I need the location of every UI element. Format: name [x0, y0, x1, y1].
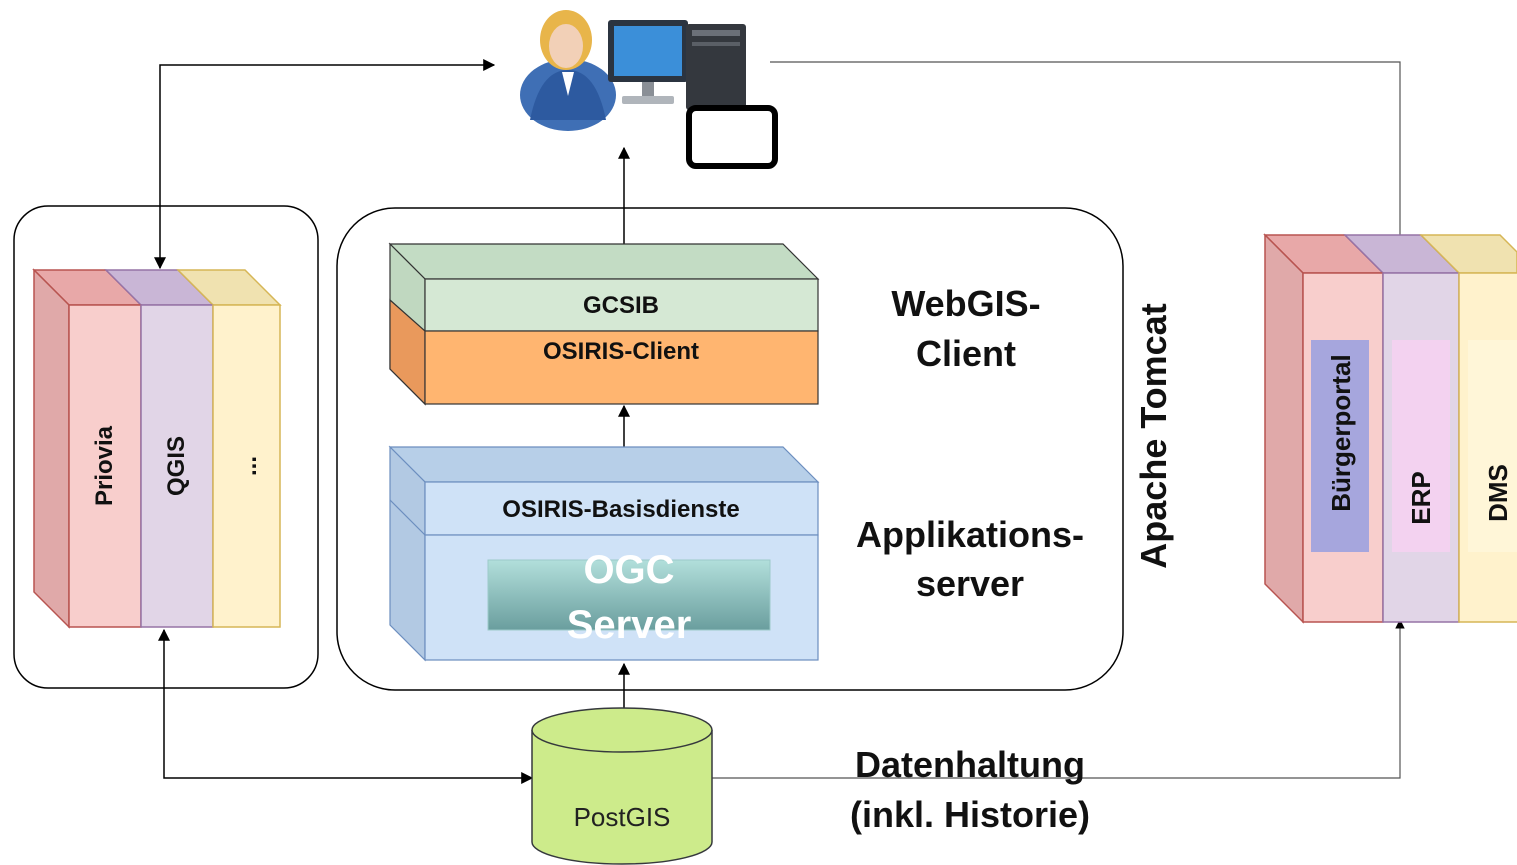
buergerportal-highlight [1311, 340, 1369, 552]
left-app-priovia: Priovia [91, 425, 118, 506]
left-apps-stack [32, 268, 282, 629]
postgis-label: PostGIS [574, 802, 671, 832]
left-app-qgis: QGIS [163, 436, 190, 496]
osiris-client-label: OSIRIS-Client [543, 338, 699, 365]
dms-highlight [1468, 340, 1517, 552]
osiris-basisdienste-label: OSIRIS-Basisdienste [502, 496, 739, 523]
applikationsserver-label-line2: server [916, 563, 1024, 604]
right-app-erp: ERP [1406, 471, 1436, 524]
right-app-dms: DMS [1483, 464, 1513, 522]
applikationsserver-label-line1: Applikations- [856, 514, 1084, 555]
ogc-server-box [487, 559, 771, 631]
ogc-server-label-line1: OGC [583, 548, 674, 592]
datenhaltung-label-line2: (inkl. Historie) [850, 794, 1090, 835]
gcsib-label: GCSIB [583, 292, 659, 319]
datenhaltung-label-line1: Datenhaltung [855, 744, 1085, 785]
left-apps-container [13, 205, 319, 689]
webgis-client-block [388, 242, 820, 406]
user-icon [520, 10, 616, 131]
desktop-computer-icon [608, 20, 746, 110]
ogc-server-label-line2: Server [567, 603, 692, 647]
left-app-more: ... [235, 456, 262, 476]
apache-tomcat-label: Apache Tomcat [1133, 303, 1174, 568]
erp-highlight [1392, 340, 1450, 552]
tomcat-container [336, 207, 1124, 691]
webgis-client-label-line2: Client [916, 333, 1016, 374]
postgis-database-icon [531, 707, 713, 865]
webgis-client-label-line1: WebGIS- [891, 283, 1040, 324]
connectors [154, 59, 1405, 784]
tablet-icon [686, 105, 778, 169]
right-app-buergerportal: Bürgerportal [1326, 354, 1356, 511]
